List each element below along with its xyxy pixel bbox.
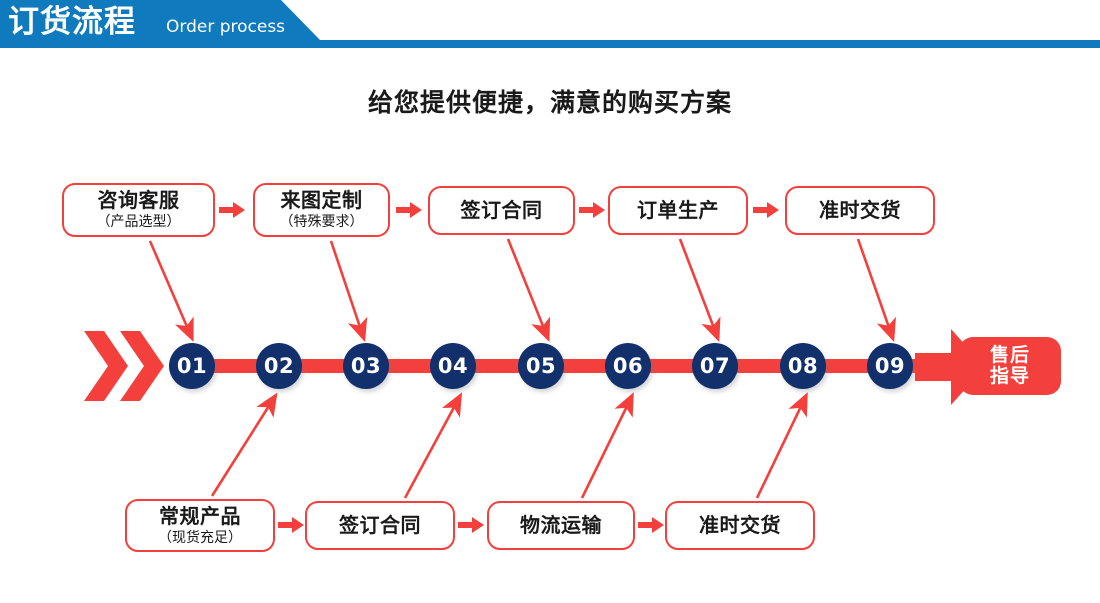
top-flow-box-3: 签订合同 <box>428 186 575 235</box>
top-flow-box-5: 准时交货 <box>785 186 935 235</box>
top-flow-box-5-line1: 准时交货 <box>819 197 901 222</box>
top-flow-arrow-3-icon <box>579 202 605 218</box>
bottom-flow-box-4: 准时交货 <box>665 501 815 550</box>
top-flow-box-2-line1: 来图定制 <box>280 188 363 213</box>
page-title: 订货流程 <box>8 4 136 40</box>
top-flow-box-2-line2: （特殊要求） <box>279 214 364 231</box>
timeline-step-04: 04 <box>430 343 476 389</box>
top-flow-arrow-2-icon <box>396 202 422 218</box>
page-subtitle: 给您提供便捷，满意的购买方案 <box>367 88 732 117</box>
connector-bottom3-to-step06 <box>580 392 634 499</box>
timeline-step-06: 06 <box>605 343 651 389</box>
page-title-english: Order process <box>166 17 286 37</box>
connector-bottom2-to-step04 <box>403 392 463 499</box>
connector-top3-to-step05 <box>506 238 551 343</box>
timeline-step-02: 02 <box>256 343 302 389</box>
timeline-step-05: 05 <box>518 343 564 389</box>
top-flow-box-1-line2: （产品选型） <box>96 214 181 231</box>
after-sales-line2: 指导 <box>989 365 1030 387</box>
connector-top5-to-step09 <box>856 238 896 343</box>
bottom-flow-box-3-line1: 物流运输 <box>520 512 602 537</box>
top-flow-box-1: 咨询客服 （产品选型） <box>62 183 215 237</box>
top-flow-box-4-line1: 订单生产 <box>637 197 719 222</box>
bottom-flow-arrow-1-icon <box>278 517 304 533</box>
bottom-flow-box-2-line1: 签订合同 <box>339 512 421 537</box>
page-header: 订货流程 Order process <box>0 0 1100 52</box>
connector-top4-to-step07 <box>678 238 721 343</box>
connector-bottom1-to-step02 <box>210 392 278 497</box>
header-banner-shape <box>0 0 320 48</box>
bottom-flow-box-1-line2: （现货充足） <box>158 529 242 546</box>
timeline-step-09: 09 <box>867 343 913 389</box>
top-flow-box-2: 来图定制 （特殊要求） <box>253 183 390 237</box>
timeline-step-08: 08 <box>780 343 826 389</box>
top-flow-box-4: 订单生产 <box>608 186 748 235</box>
bottom-flow-arrow-3-icon <box>638 517 664 533</box>
bottom-flow-box-4-line1: 准时交货 <box>699 512 781 537</box>
top-flow-arrow-1-icon <box>219 202 245 218</box>
timeline-step-07: 07 <box>692 343 738 389</box>
timeline-step-01: 01 <box>169 343 215 389</box>
bottom-flow-box-3: 物流运输 <box>487 501 635 550</box>
top-flow-box-1-line1: 咨询客服 <box>97 188 180 213</box>
timeline-step-03: 03 <box>343 343 389 389</box>
connector-top1-to-step01 <box>148 240 194 342</box>
top-flow-box-3-line1: 签订合同 <box>460 197 543 222</box>
bottom-flow-box-2: 签订合同 <box>305 501 455 550</box>
header-rule <box>0 40 1100 48</box>
after-sales-line1: 售后 <box>989 343 1030 366</box>
bottom-flow-box-1-line1: 常规产品 <box>159 503 241 528</box>
timeline-chevron-2-icon <box>120 331 164 401</box>
timeline-chevron-1-icon <box>84 331 128 401</box>
connector-bottom4-to-step08 <box>755 392 808 499</box>
bottom-flow-arrow-2-icon <box>458 517 484 533</box>
connector-top2-to-step03 <box>329 240 368 343</box>
bottom-flow-box-1: 常规产品 （现货充足） <box>125 499 275 552</box>
after-sales-badge: 售后 指导 <box>959 337 1061 395</box>
top-flow-arrow-4-icon <box>753 202 779 218</box>
